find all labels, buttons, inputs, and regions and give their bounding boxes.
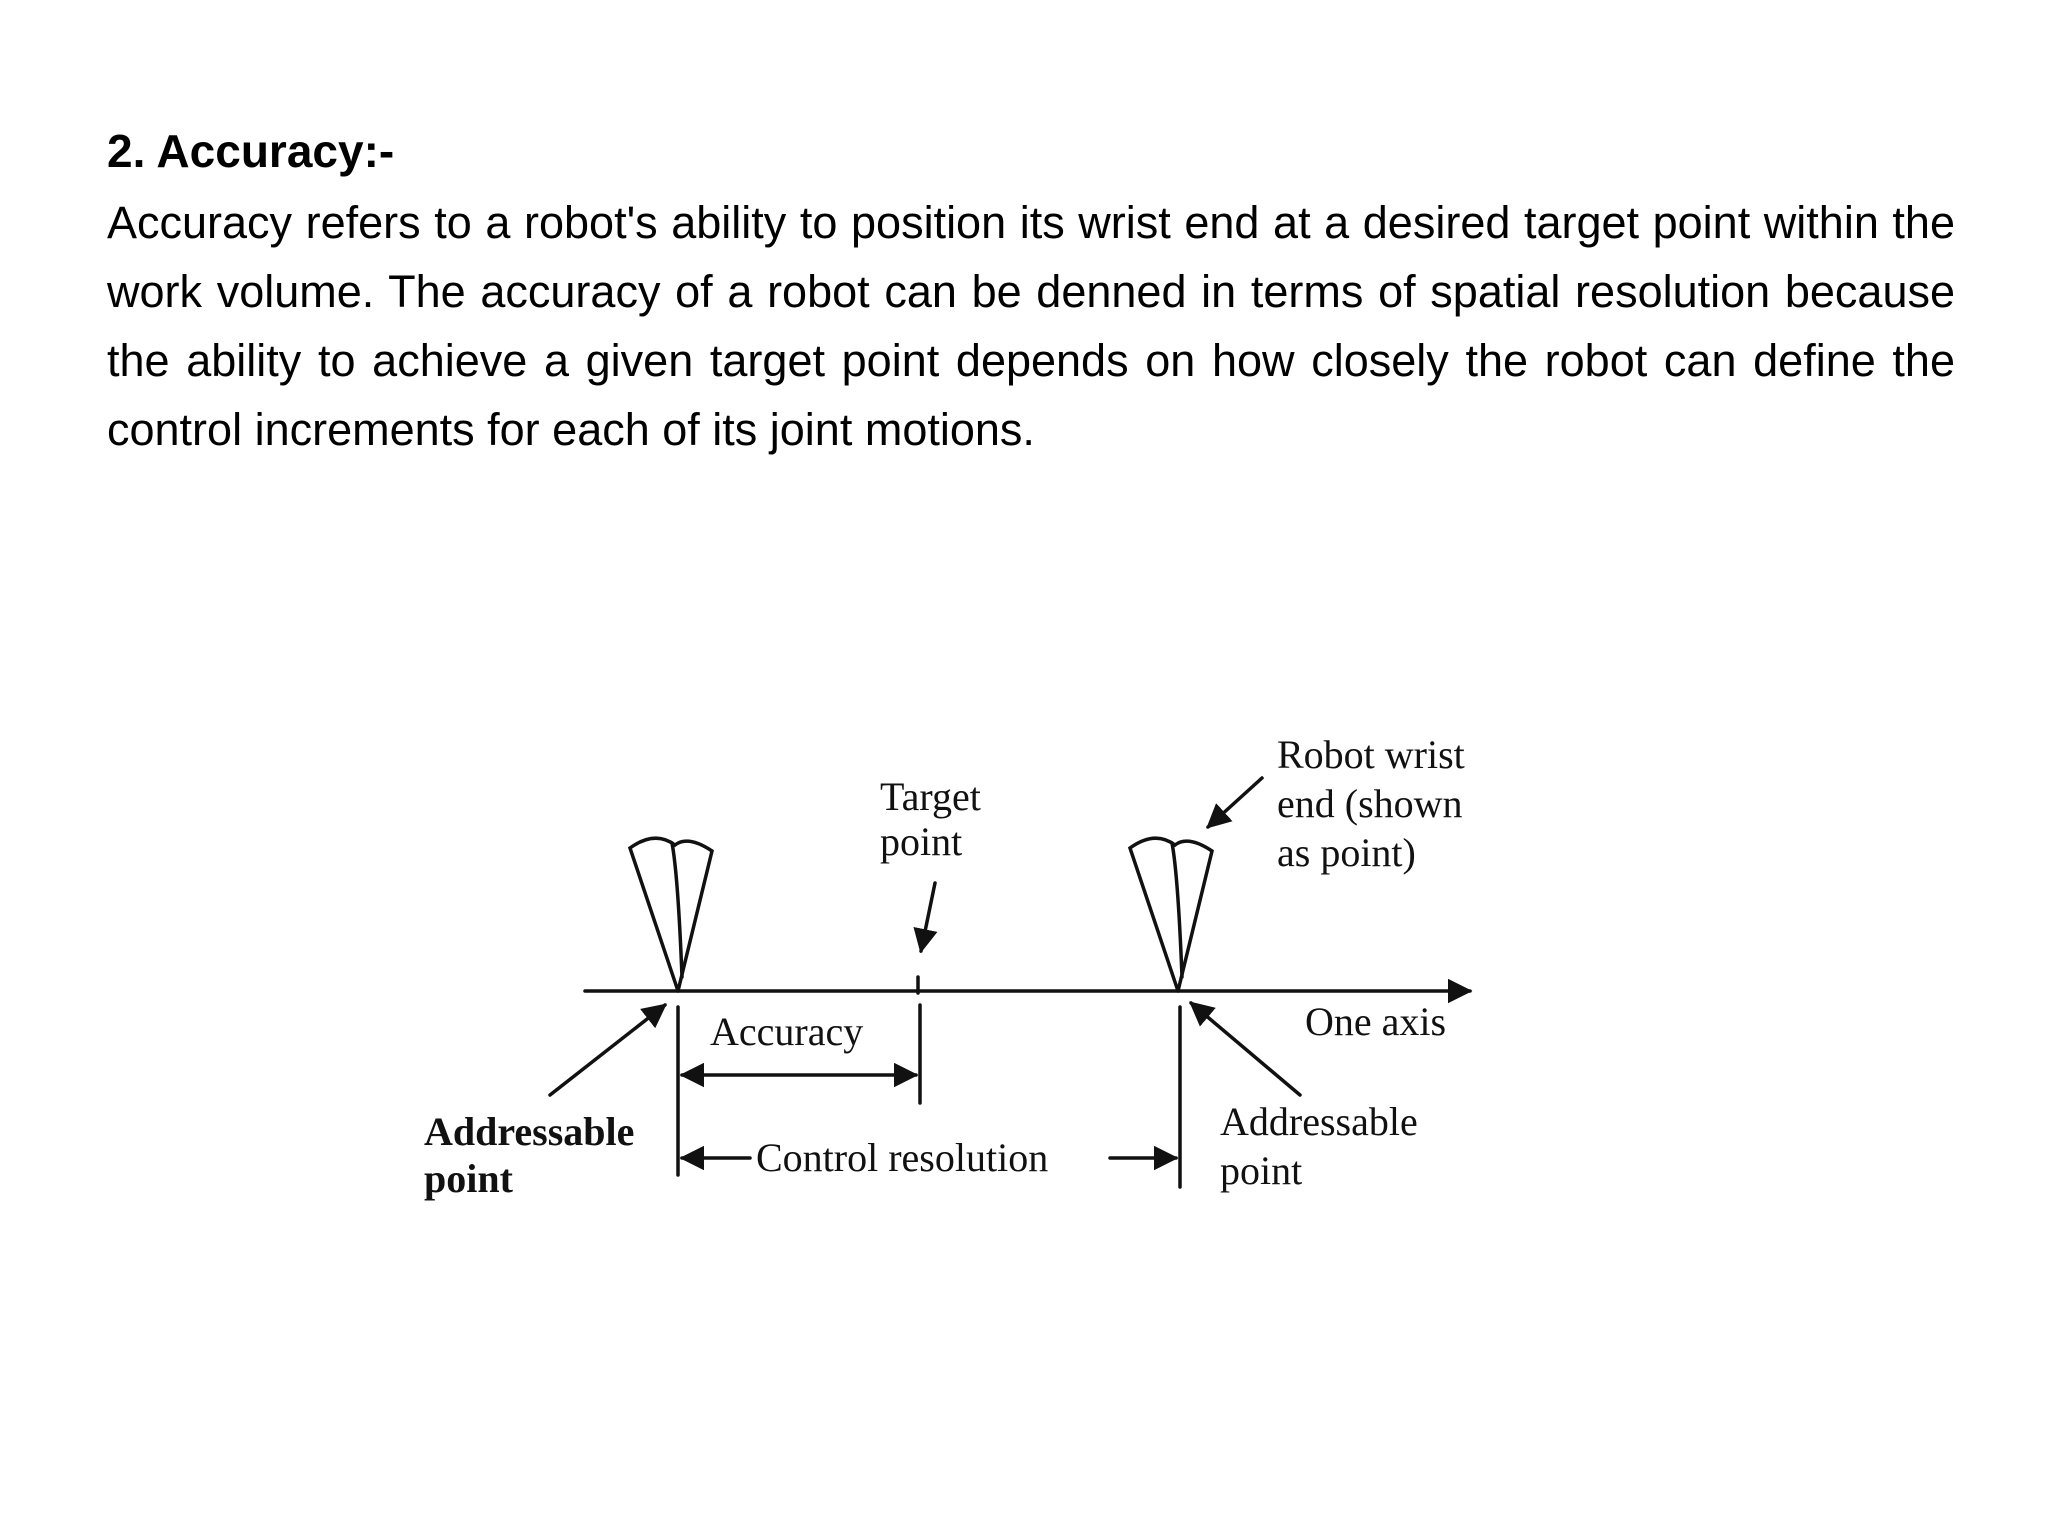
section-paragraph: Accuracy refers to a robot's ability to … [107,197,1955,455]
accuracy-diagram: Target point Robot wrist end (shown as p… [420,715,1600,1250]
robot-wrist-label: Robot wrist end (shown as point) [1277,732,1475,875]
addressable-right-label: Addressable point [1220,1099,1428,1193]
addressable-left-label: Addressable point [424,1109,644,1201]
robot-wrist-left-icon [627,836,714,993]
target-point-arrow [913,881,938,954]
axis-label: One axis [1305,999,1446,1044]
accuracy-label: Accuracy [710,1009,863,1054]
robot-wrist-arrow [1206,776,1264,829]
control-resolution-label: Control resolution [756,1135,1048,1180]
addressable-left-arrow [548,1003,667,1097]
addressable-right-arrow [1189,1001,1302,1097]
target-point-label: Target point [880,774,991,864]
section-heading: 2. Accuracy:- [107,125,395,177]
robot-wrist-right-icon [1127,836,1214,993]
